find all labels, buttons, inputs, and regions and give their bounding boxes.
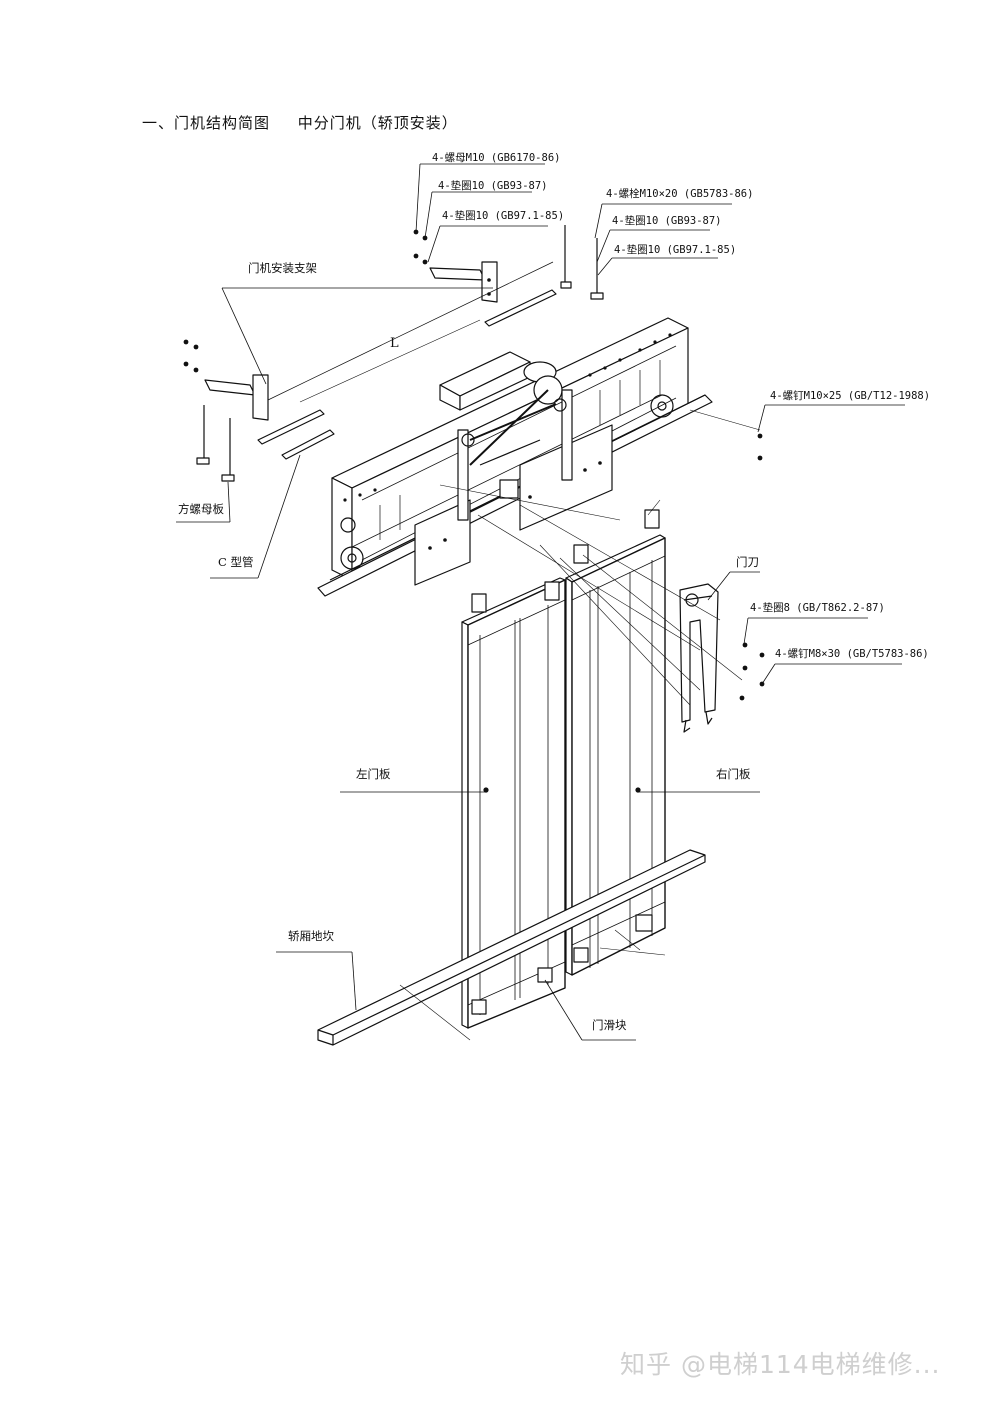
door-hanger-assembly bbox=[414, 389, 613, 586]
bracket-left bbox=[183, 339, 335, 482]
label-screw-m8x30: 4-螺钉M8×30 (GB/T5783-86) bbox=[775, 648, 929, 660]
label-washer-8: 4-垫圈8 (GB/T862.2-87) bbox=[750, 602, 885, 614]
label-door-slider: 门滑块 bbox=[592, 1018, 627, 1032]
label-washer-10b: 4-垫圈10 (GB97.1-85) bbox=[442, 210, 565, 222]
label-c-channel: C 型管 bbox=[218, 555, 254, 569]
label-right-panel: 右门板 bbox=[716, 767, 751, 781]
fasteners-door-knife bbox=[739, 433, 765, 701]
left-door-panel-shape bbox=[461, 577, 566, 1029]
label-square-nut-plate: 方螺母板 bbox=[178, 502, 224, 516]
label-sill: 轿厢地坎 bbox=[288, 929, 334, 943]
heading-title: 一、门机结构简图 bbox=[142, 114, 271, 132]
label-nut-m10: 4-螺母M10 (GB6170-86) bbox=[432, 152, 561, 164]
label-bracket: 门机安装支架 bbox=[248, 261, 317, 275]
door-knife-part bbox=[679, 583, 719, 733]
label-washer-10a: 4-垫圈10 (GB93-87) bbox=[438, 180, 548, 192]
bracket-right bbox=[413, 225, 604, 327]
label-washer-10d: 4-垫圈10 (GB97.1-85) bbox=[614, 244, 737, 256]
label-dimension-l: L bbox=[390, 336, 399, 351]
heading-subtitle: 中分门机（轿顶安装） bbox=[297, 114, 458, 132]
right-door-panel-shape bbox=[565, 509, 666, 976]
watermark-text: 知乎 @电梯114电梯维修... bbox=[620, 1350, 941, 1379]
label-bolt-m10x20: 4-螺栓M10×20 (GB5783-86) bbox=[606, 188, 754, 200]
dimension-l-line bbox=[267, 261, 554, 401]
label-door-knife: 门刀 bbox=[736, 555, 759, 569]
label-left-panel: 左门板 bbox=[356, 767, 391, 781]
label-washer-10c: 4-垫圈10 (GB93-87) bbox=[612, 215, 722, 227]
page-heading: 一、门机结构简图 中分门机（轿顶安装） bbox=[142, 112, 480, 133]
label-screw-m10x25: 4-螺钉M10×25 (GB/T12-1988) bbox=[770, 390, 931, 402]
motor-box bbox=[439, 351, 563, 466]
